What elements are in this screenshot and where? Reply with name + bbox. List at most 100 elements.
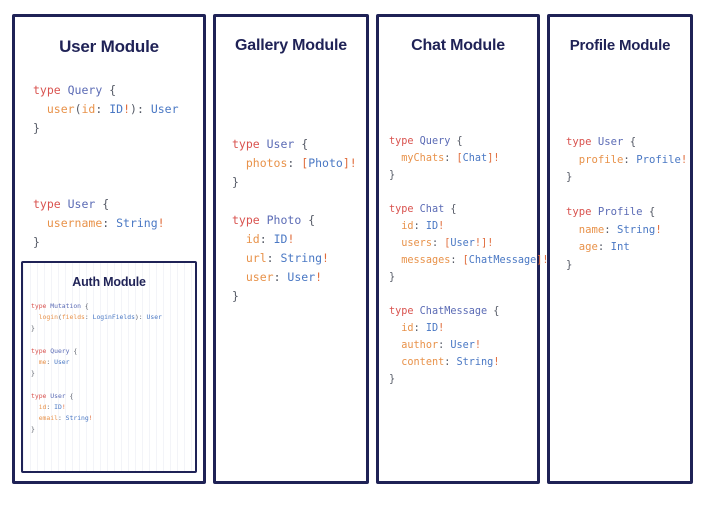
code-line: } [389, 269, 537, 286]
code-token: : [138, 313, 147, 322]
code-token [232, 156, 246, 170]
code-token: ] [481, 238, 488, 249]
code-token: { [102, 83, 117, 97]
code-token: author [401, 340, 439, 351]
code-token: ChatMessage [468, 255, 537, 266]
code-line: myChats: [Chat]! [389, 150, 537, 167]
code-token: Photo [266, 213, 302, 227]
code-line: age: Int [566, 239, 690, 257]
code-line: } [389, 167, 537, 184]
code-line [31, 379, 195, 390]
code-token: : [287, 156, 302, 170]
code-token: User [450, 340, 475, 351]
code-token: } [232, 175, 239, 189]
code-token: ! [542, 255, 549, 266]
card-user-module[interactable]: User Module type Query { user(id: ID!): … [12, 14, 206, 484]
code-line: type User { [566, 134, 690, 152]
code-token [232, 251, 246, 265]
code-line: } [33, 119, 203, 138]
code-token: User [287, 270, 316, 284]
code-block-chat-module: type Query { myChats: [Chat]!} type Chat… [389, 133, 549, 388]
code-token: } [566, 171, 573, 183]
code-line [389, 184, 537, 201]
code-token [389, 153, 401, 164]
card-title-profile-module: Profile Module [569, 37, 671, 54]
card-profile-module[interactable]: Profile Module type User { profile: Prof… [547, 14, 693, 484]
code-token: [ [301, 156, 309, 170]
code-line: profile: Profile! [566, 152, 690, 170]
code-token: : [136, 102, 151, 116]
code-token: : [259, 232, 274, 246]
code-token: { [623, 136, 637, 148]
code-token: ! [438, 221, 445, 232]
code-block-auth-module: type Mutation { login(fields: LoginField… [31, 301, 195, 435]
code-line: users: [User!]! [389, 235, 537, 252]
code-token: } [33, 121, 40, 135]
code-token: : [46, 358, 55, 367]
code-block-user-module: type Query { user(id: ID!): User} type U… [33, 81, 203, 252]
code-token: ( [57, 313, 62, 322]
code-token: type [566, 206, 598, 218]
code-token: type [33, 83, 68, 97]
code-line [566, 187, 690, 205]
code-token: Photo [308, 156, 343, 170]
code-token: content [401, 357, 445, 368]
code-token: : [604, 223, 618, 236]
code-line: type Mutation { [31, 301, 195, 312]
code-line: type Query { [33, 81, 203, 100]
code-token: fields [61, 313, 85, 322]
code-token: users [401, 238, 432, 249]
code-line: id: ID! [389, 218, 537, 235]
code-token: } [232, 289, 239, 303]
code-token [566, 224, 579, 236]
code-token: ! [157, 216, 165, 230]
code-token [566, 241, 579, 253]
code-token: ] [342, 156, 350, 170]
code-token: ! [487, 238, 494, 249]
code-token: ! [655, 223, 662, 236]
code-token: user [245, 270, 274, 284]
code-token: type [31, 391, 51, 400]
code-token: } [31, 425, 35, 434]
card-chat-module[interactable]: Chat Module type Query { myChats: [Chat]… [376, 14, 549, 484]
code-token: ! [123, 102, 131, 116]
code-token: : [273, 270, 288, 284]
code-token: profile [578, 153, 624, 166]
code-token: id [245, 232, 260, 246]
code-line: me: User [31, 357, 195, 368]
card-gallery-module[interactable]: Gallery Module type User { photos: [Phot… [213, 14, 369, 484]
code-token: { [294, 137, 309, 151]
code-token: : [46, 402, 55, 411]
code-token [33, 216, 47, 230]
code-token: : [444, 357, 457, 368]
code-token [232, 270, 246, 284]
code-token: String [456, 357, 494, 368]
code-token: Chat [462, 153, 488, 164]
code-token: type [389, 204, 420, 215]
code-token: ID [109, 102, 124, 116]
code-token: ! [680, 153, 688, 166]
code-token: { [487, 306, 500, 317]
code-token: myChats [401, 153, 445, 164]
code-token: String [280, 251, 323, 265]
code-token [566, 154, 579, 166]
code-token: messages [401, 255, 451, 266]
code-token: ) [130, 102, 137, 116]
code-token: me [38, 358, 47, 367]
code-token: : [266, 251, 281, 265]
code-token: ) [134, 313, 139, 322]
code-token: Query [67, 83, 103, 97]
code-token: : [413, 221, 426, 232]
code-token: Chat [419, 204, 445, 215]
code-token [31, 313, 39, 321]
code-line: type Profile { [566, 204, 690, 222]
code-token: User [67, 197, 96, 211]
card-auth-module[interactable]: Auth Module type Mutation { login(fields… [21, 261, 197, 473]
code-line: user(id: ID!): User [33, 100, 203, 119]
code-token [389, 357, 401, 368]
code-token: User [146, 313, 162, 322]
code-token: [ [462, 255, 469, 266]
code-line: } [389, 371, 537, 388]
code-token: ( [74, 102, 82, 116]
